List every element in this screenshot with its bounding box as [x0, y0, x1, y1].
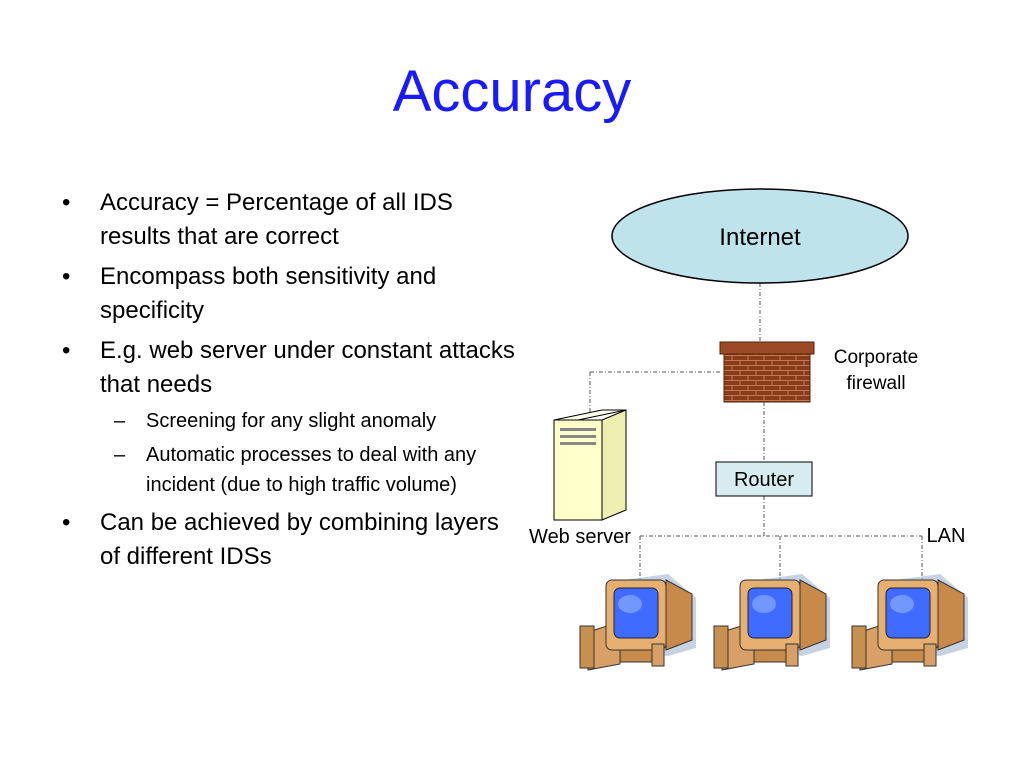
dash-mark: –	[114, 444, 126, 466]
internet-label: Internet	[719, 224, 801, 251]
bullet-text: E.g. web server under constant attacks t…	[100, 337, 515, 398]
dash-mark: –	[114, 410, 126, 432]
sub-bullet-list: – Screening for any slight anomaly – Aut…	[100, 406, 520, 500]
firewall-bricks	[723, 353, 811, 403]
bullet-text: Encompass both sensitivity and specifici…	[100, 263, 437, 324]
bullet-mark: •	[62, 337, 71, 364]
internet-node: Internet	[611, 188, 909, 284]
bullet-item: • Accuracy = Percentage of all IDS resul…	[60, 186, 520, 254]
bullet-item: • E.g. web server under constant attacks…	[60, 334, 520, 500]
computer-icon	[579, 574, 696, 671]
sub-bullet-item: – Screening for any slight anomaly	[100, 406, 520, 436]
bullet-item: • Encompass both sensitivity and specifi…	[60, 260, 520, 328]
bullet-list: • Accuracy = Percentage of all IDS resul…	[60, 186, 520, 580]
router-node: Router	[715, 461, 813, 497]
internet-ellipse	[611, 188, 909, 284]
router-label: Router	[734, 469, 794, 491]
computer-icon	[713, 574, 830, 671]
sub-bullet-text: Screening for any slight anomaly	[146, 410, 437, 432]
router-box	[715, 461, 813, 497]
bullet-item: • Can be achieved by combining layers of…	[60, 506, 520, 574]
firewall-label-line2: firewall	[846, 373, 905, 394]
firewall-label-line1: Corporate	[834, 347, 919, 368]
bullet-text: Accuracy = Percentage of all IDS results…	[100, 189, 453, 250]
firewall-node: Corporate firewall	[719, 341, 919, 403]
slide-title: Accuracy	[392, 59, 632, 124]
lan-label: LAN	[927, 525, 966, 547]
bullet-mark: •	[62, 189, 71, 216]
bullet-text: Can be achieved by combining layers of d…	[100, 509, 499, 570]
web-server-label: Web server	[529, 526, 631, 548]
sub-bullet-item: – Automatic processes to deal with any i…	[100, 440, 520, 500]
web-server-icon: Web server	[529, 409, 631, 548]
computer-icon	[851, 574, 968, 671]
sub-bullet-text: Automatic processes to deal with any inc…	[146, 444, 477, 496]
bullet-mark: •	[62, 263, 71, 290]
firewall-cap	[719, 341, 815, 355]
bullet-mark: •	[62, 509, 71, 536]
connection-lines	[589, 283, 923, 590]
